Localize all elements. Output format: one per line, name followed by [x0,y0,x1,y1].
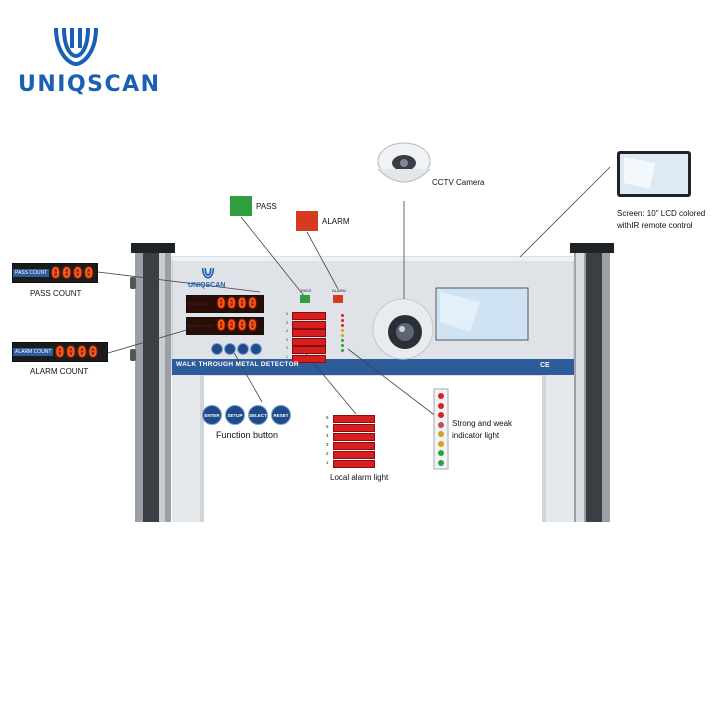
indicator-label-1: Strong and weak [452,419,513,428]
panel-zone-number: 4 [286,329,288,333]
panel-indicator-dot [341,349,344,352]
panel-zone-number: 1 [286,354,288,359]
strong-weak-dot [438,421,444,428]
function-enter-button[interactable]: ENTER [202,405,222,425]
indicator-label-2: indicator light [452,431,500,440]
alarm-callout-label: ALARM [322,217,350,226]
pass-callout-swatch [230,196,252,216]
product-diagram: UNIQSCAN PASS COUNT 0000 ALARM COUNT 000… [0,117,720,522]
strong-weak-dot [438,412,444,418]
panel-zone-bar [292,312,326,320]
panel-pass-display: PASS COUNT 0000 [186,295,264,313]
pass-callout-label: PASS [256,202,277,211]
function-reset-button[interactable]: RESET [271,405,291,425]
function-setup-button[interactable]: SETUP [225,405,245,425]
panel-zone-number: 5 [286,320,288,325]
local-alarm-number: 5 [326,424,329,429]
panel-zone-number: 6 [286,312,288,316]
panel-select-button[interactable] [237,343,249,355]
detector-illustration [97,142,691,522]
local-alarm-caption: Local alarm light [330,473,389,482]
panel-zone-bar [292,337,326,346]
strong-weak-dot [438,440,444,447]
panel-brand: UNIQSCAN [188,282,226,289]
panel-indicator-dot [341,339,344,342]
panel-indicator-dot [341,314,344,317]
panel-alarm-light [333,295,343,303]
panel-zone-bar [292,320,326,329]
local-alarm-bar [333,415,375,423]
local-alarm-bar [333,424,375,432]
strong-weak-dot [438,450,444,456]
header: UNIQSCAN [0,0,720,116]
local-alarm-number: 1 [326,460,329,465]
strong-weak-dot [438,459,444,466]
strong-weak-dot [438,402,444,409]
strong-weak-dot [438,431,444,437]
pass-count-callout: PASS COUNT 0000 [12,263,98,283]
panel-indicator-dot [341,319,344,322]
alarm-callout-swatch [296,211,318,231]
panel-zone-number: 3 [286,337,288,342]
panel-enter-button[interactable] [211,343,223,355]
panel-pass-label: PASS [301,288,312,293]
panel-alarm-label: ALARM [332,288,346,293]
panel-zone-bar [292,329,326,337]
local-alarm-bar [333,460,375,468]
panel-setup-button[interactable] [224,343,236,355]
screen-label-1: Screen: 10" LCD colored [617,209,706,218]
strong-weak-dot [438,393,444,399]
local-alarm-bar [333,433,375,441]
panel-zone-bar [292,346,326,354]
function-button-caption: Function button [216,430,279,440]
panel-pass-light [300,295,310,303]
local-alarm-number: 6 [326,415,329,420]
alarm-count-callout: ALARM COUNT 0000 [12,342,108,362]
ce-mark: CE [540,362,550,369]
panel-indicator-dot [341,324,344,327]
brand-name: UNIQSCAN [18,72,161,97]
local-alarm-bar [333,451,375,459]
panel-indicator-dot [341,334,344,337]
alarm-count-caption: ALARM COUNT [30,367,89,376]
pass-count-caption: PASS COUNT [30,289,82,298]
local-alarm-bar [333,442,375,450]
panel-zone-bar [292,354,326,363]
panel-reset-button[interactable] [250,343,262,355]
panel-logo-icon [201,268,215,279]
brand-logo-icon [54,27,98,67]
local-alarm-number: 2 [326,451,329,456]
panel-indicator-dot [341,329,344,332]
screen-label-2: withIR remote control [617,221,693,230]
panel-zone-number: 2 [286,346,288,350]
banner-text: WALK THROUGH METAL DETECTOR [176,361,299,368]
function-select-button[interactable]: SELECT [248,405,268,425]
panel-indicator-dot [341,344,344,347]
cctv-label: CCTV Camera [432,178,485,187]
panel-alarm-display: ALARM COUNT 0000 [186,317,264,335]
local-alarm-number: 4 [326,433,329,438]
local-alarm-number: 3 [326,442,329,447]
